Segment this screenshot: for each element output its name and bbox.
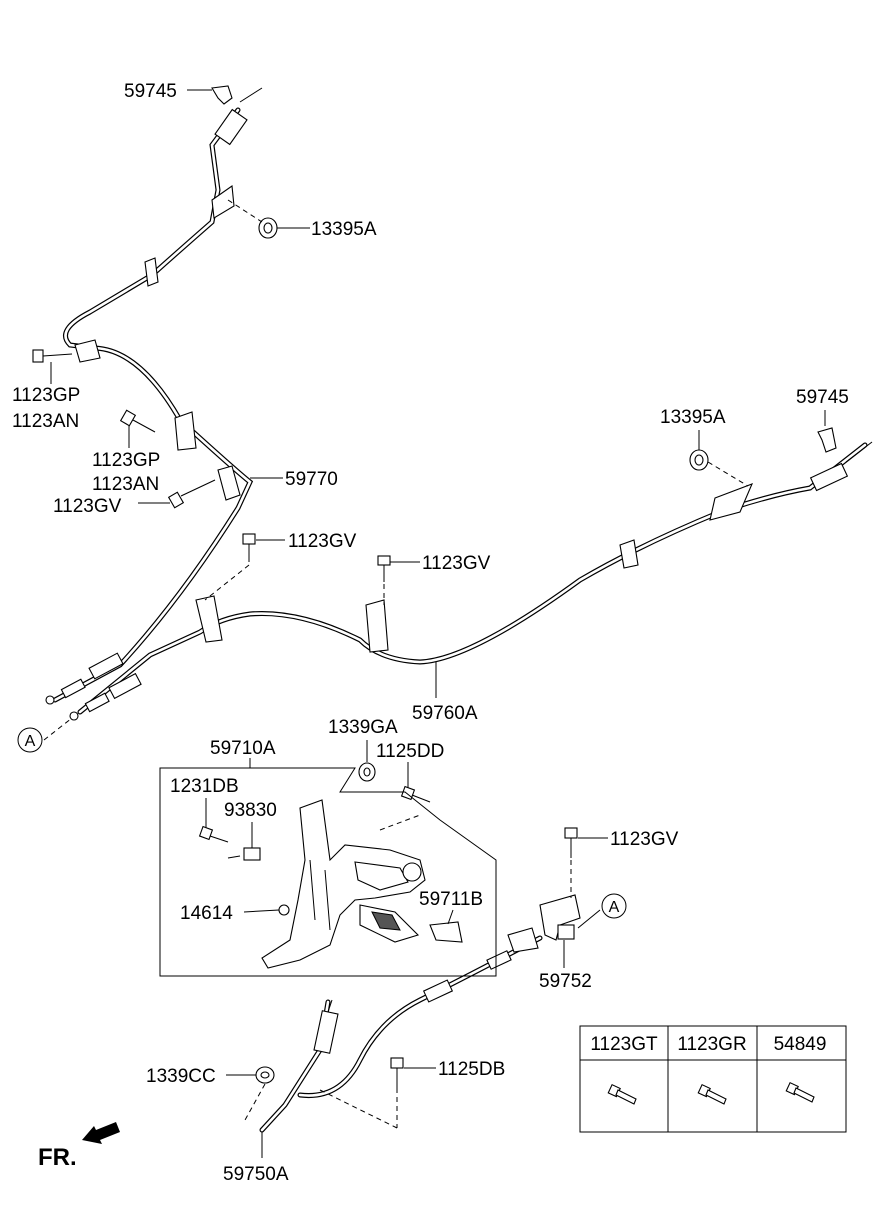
label-59760a: 59760A bbox=[412, 703, 478, 724]
bolt-1125db bbox=[390, 1057, 404, 1088]
label-59770: 59770 bbox=[285, 469, 338, 490]
switch-93830 bbox=[227, 847, 261, 861]
label-13395a-top: 13395A bbox=[311, 219, 377, 240]
table-header-1123gt: 1123GT bbox=[590, 1034, 658, 1055]
label-1123gv-center1: 1123GV bbox=[288, 531, 357, 552]
clip-59745-top bbox=[211, 85, 233, 105]
pedal-assembly-59710a bbox=[261, 799, 426, 969]
assembly-box-59710a bbox=[159, 767, 497, 977]
label-93830: 93830 bbox=[224, 800, 277, 821]
cable-59770 bbox=[52, 107, 254, 703]
part-labels: 59745 13395A 1123GP 1123AN 1123GP 1123AN… bbox=[12, 81, 849, 1185]
label-1123gv-center2: 1123GV bbox=[422, 553, 491, 574]
bolt-1123gv-left bbox=[167, 479, 216, 509]
nut-1339cc bbox=[255, 1066, 275, 1084]
grommet-13395a-right bbox=[689, 449, 709, 471]
label-1123an-2: 1123AN bbox=[92, 474, 159, 495]
leader-lines bbox=[43, 89, 826, 1158]
label-59750a: 59750A bbox=[223, 1164, 289, 1185]
bolt-1231db bbox=[198, 825, 229, 843]
label-1123an-1: 1123AN bbox=[12, 411, 79, 432]
front-arrow-icon bbox=[82, 1122, 120, 1144]
bolt-1123gp-2 bbox=[119, 409, 156, 433]
label-1339cc: 1339CC bbox=[146, 1066, 216, 1087]
label-59711b: 59711B bbox=[419, 889, 483, 910]
parts-table: 1123GT 1123GR 54849 bbox=[579, 1025, 847, 1133]
bolt-1123gp-1 bbox=[32, 349, 73, 363]
label-59745-right: 59745 bbox=[796, 387, 849, 408]
ref-mark-a-left: A bbox=[17, 727, 43, 753]
label-1123gv-left: 1123GV bbox=[53, 496, 122, 517]
bracket-59752-clip bbox=[557, 924, 575, 940]
bolt-1123gr-icon bbox=[697, 1083, 727, 1105]
grommet-13395a-top bbox=[258, 217, 278, 239]
equalizer-bracket bbox=[507, 927, 539, 953]
bolt-1125dd bbox=[400, 785, 431, 803]
label-13395a-right: 13395A bbox=[660, 407, 726, 428]
label-1125db: 1125DB bbox=[438, 1059, 505, 1080]
bolt-1123gv-center2 bbox=[377, 555, 391, 582]
clip-59745-right bbox=[817, 427, 837, 453]
label-1123gp-2: 1123GP bbox=[92, 450, 160, 471]
label-1123gp-1: 1123GP bbox=[12, 385, 80, 406]
fr-label: FR. bbox=[38, 1144, 77, 1171]
table-header-1123gr: 1123GR bbox=[677, 1034, 746, 1055]
label-59745-top: 59745 bbox=[124, 81, 177, 102]
label-59752: 59752 bbox=[539, 971, 592, 992]
bolt-1123gt-icon bbox=[607, 1083, 637, 1105]
label-14614: 14614 bbox=[180, 903, 233, 924]
label-59710a: 59710A bbox=[210, 738, 276, 759]
label-1339ga: 1339GA bbox=[328, 717, 398, 738]
label-1123gv-right: 1123GV bbox=[610, 829, 679, 850]
cable-59750a bbox=[259, 935, 543, 1133]
nut-1339ga bbox=[358, 762, 376, 782]
svg-text:A: A bbox=[25, 733, 36, 750]
front-direction-indicator: FR. bbox=[38, 1122, 120, 1171]
cable-end-fittings bbox=[45, 87, 873, 1054]
table-header-54849: 54849 bbox=[774, 1034, 827, 1055]
ring-14614 bbox=[278, 904, 290, 916]
bolt-1123gv-center1 bbox=[242, 533, 256, 562]
cable-brackets bbox=[74, 185, 754, 653]
grip-59711b bbox=[429, 921, 463, 943]
bolt-1123gv-right bbox=[564, 827, 578, 858]
ref-mark-a-right: A bbox=[601, 893, 627, 919]
svg-text:A: A bbox=[609, 899, 620, 916]
bolt-54849-icon bbox=[785, 1081, 815, 1103]
label-1125dd: 1125DD bbox=[376, 741, 444, 762]
label-1231db: 1231DB bbox=[170, 776, 239, 797]
